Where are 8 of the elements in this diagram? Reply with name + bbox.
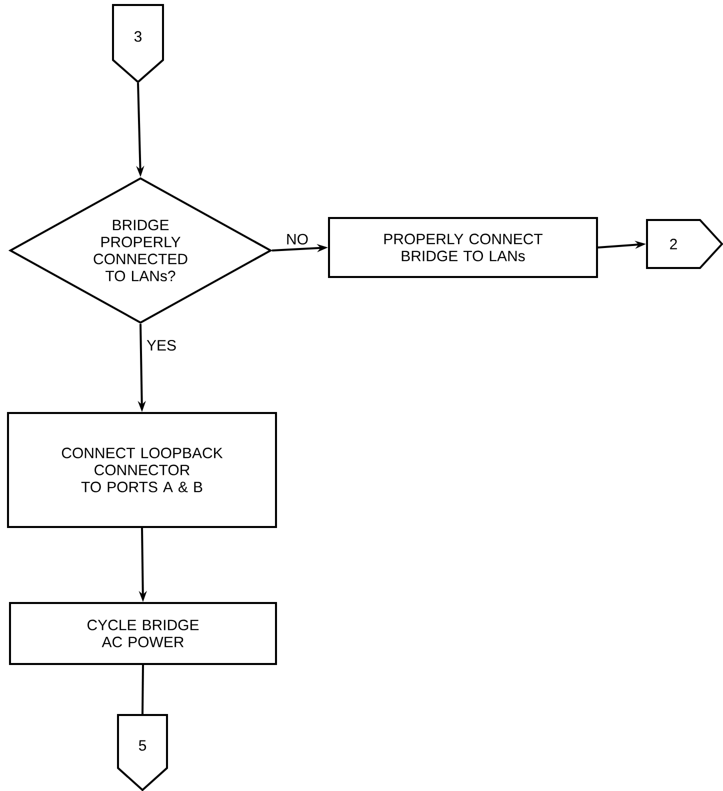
process-box: PROPERLY CONNECT BRIDGE TO LANs (328, 217, 598, 278)
edge-label: NO (285, 232, 310, 246)
process-box: CONNECT LOOPBACK CONNECTOR TO PORTS A & B (7, 412, 277, 528)
edge-label: YES (146, 339, 178, 352)
off-page-connector: 3 (112, 4, 164, 84)
off-page-connector: 2 (646, 219, 723, 269)
process-box: CYCLE BRIDGE AC POWER (9, 602, 277, 665)
off-page-connector: 5 (117, 714, 168, 791)
